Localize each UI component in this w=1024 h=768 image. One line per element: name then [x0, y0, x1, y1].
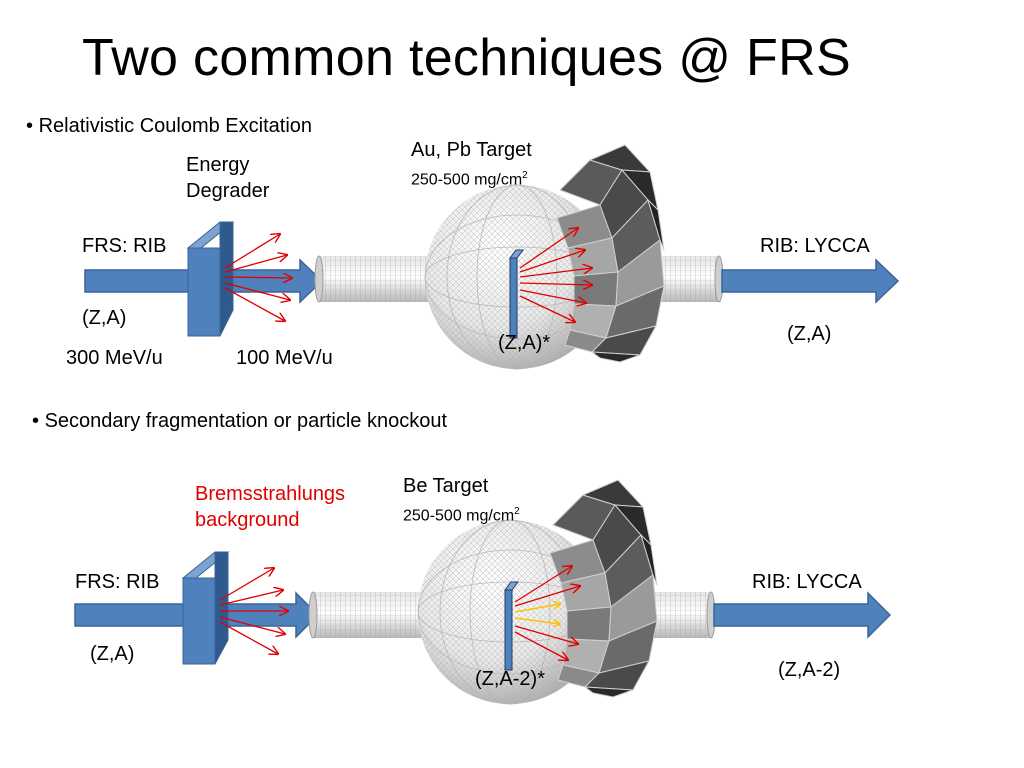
frs-rib-label: FRS: RIB — [75, 571, 160, 593]
gamma-detector-array — [549, 479, 658, 698]
za-excited-label: (Z,A-2)* — [475, 668, 545, 690]
energy-out-label: 100 MeV/u — [236, 347, 333, 369]
bremsstrahlung-label: Bremsstrahlungs background — [195, 481, 345, 533]
target-thickness: 250-500 mg/cm2 — [411, 166, 528, 190]
bullet-text: Relativistic Coulomb Excitation — [38, 115, 313, 137]
za-in-label: (Z,A) — [90, 643, 135, 665]
energy-degrader — [186, 221, 235, 337]
bremsstrahlung-label-line1: Bremsstrahlungs — [195, 483, 346, 505]
target-label: Be Target — [403, 475, 489, 497]
slide-title: Two common techniques @ FRS — [82, 29, 851, 87]
target-thickness-value: 250-500 mg/cm — [411, 171, 523, 189]
za-out-label: (Z,A-2) — [778, 659, 841, 681]
knockout-particles — [514, 604, 560, 624]
gamma-detector-array — [556, 144, 665, 363]
za-excited-label: (Z,A)* — [498, 332, 551, 354]
frs-rib-label: FRS: RIB — [82, 235, 167, 257]
beam-arrow-out — [721, 258, 900, 304]
gamma-rays — [519, 228, 592, 322]
bullet-coulomb-excitation: • Relativistic Coulomb Excitation — [26, 113, 312, 139]
setup-fragmentation-knockout — [74, 479, 892, 705]
bullet-fragmentation-knockout: • Secondary fragmentation or particle kn… — [32, 408, 447, 434]
rib-lycca-label: RIB: LYCCA — [760, 235, 870, 257]
target-thickness-exponent: 2 — [522, 170, 528, 181]
bullet-text: Secondary fragmentation or particle knoc… — [44, 410, 448, 432]
energy-degrader — [181, 551, 230, 665]
energy-degrader-label-line1: Energy — [186, 154, 250, 176]
setup-coulomb-excitation — [84, 144, 900, 370]
bremsstrahlung-arrows — [219, 568, 288, 654]
bremsstrahlung-label-line2: background — [195, 509, 300, 531]
rib-lycca-label: RIB: LYCCA — [752, 571, 862, 593]
target-thickness-exponent: 2 — [514, 506, 520, 517]
target-thickness: 250-500 mg/cm2 — [403, 502, 520, 526]
beam-arrow-out — [713, 591, 892, 639]
energy-degrader-label: Energy Degrader — [186, 152, 269, 204]
target-label: Au, Pb Target — [411, 139, 532, 161]
za-out-label: (Z,A) — [787, 323, 832, 345]
target-foil — [504, 581, 519, 671]
energy-degrader-label-line2: Degrader — [186, 180, 270, 202]
target-thickness-value: 250-500 mg/cm — [403, 507, 515, 525]
bullet-dot: • — [26, 115, 34, 137]
gamma-rays — [514, 566, 580, 660]
za-in-label: (Z,A) — [82, 307, 127, 329]
scattered-arrows-degrader — [224, 234, 292, 321]
bullet-dot: • — [32, 410, 40, 432]
target-foil — [509, 249, 524, 339]
energy-in-label: 300 MeV/u — [66, 347, 163, 369]
